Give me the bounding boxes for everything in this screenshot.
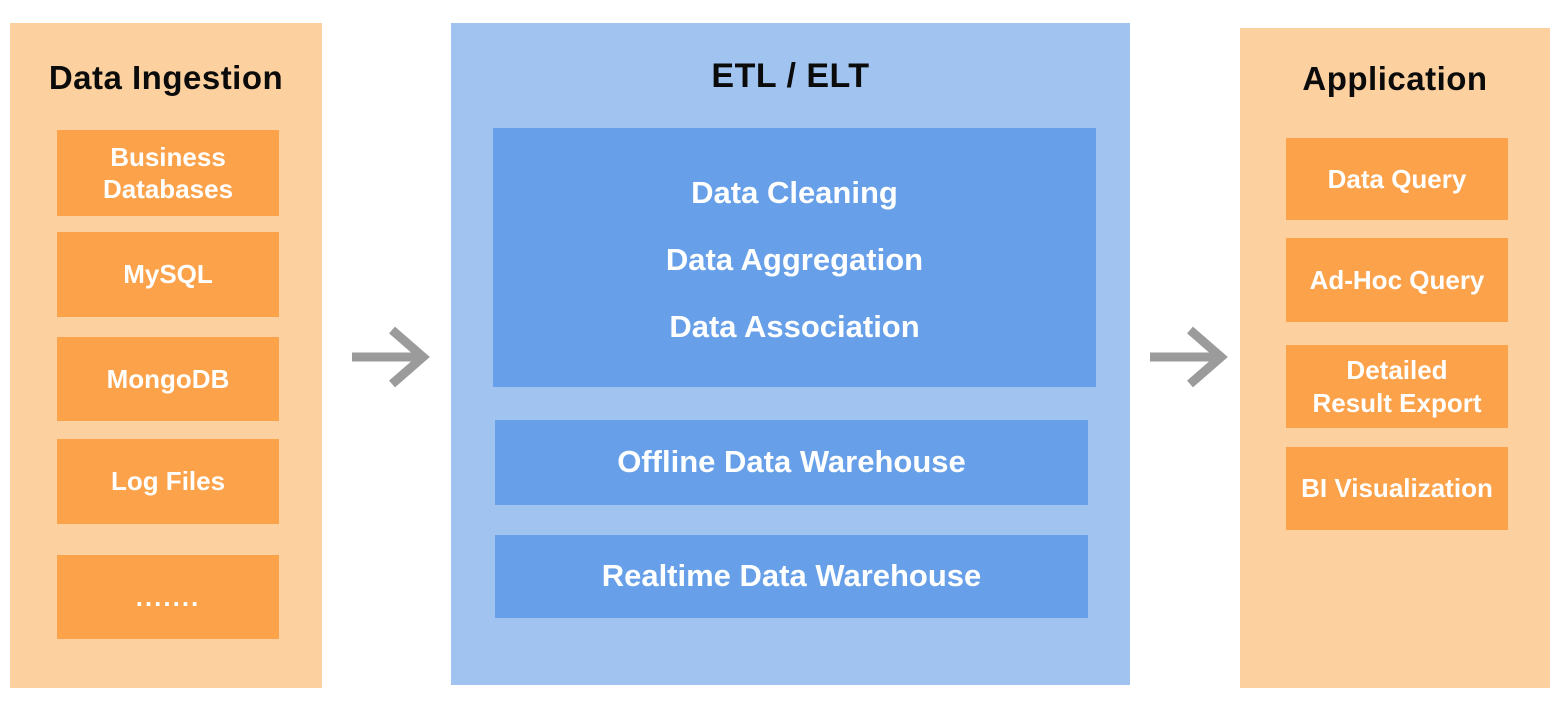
node-mongodb: MongoDB (57, 337, 279, 421)
node-data-aggregation-label: Data Aggregation (665, 242, 924, 277)
node-detailed-result-export: Detailed Result Export (1286, 345, 1508, 428)
etl-elt-title: ETL / ELT (711, 57, 870, 95)
data-ingestion-title: Data Ingestion (48, 59, 284, 96)
node-ad-hoc-query: Ad-Hoc Query (1286, 238, 1508, 322)
node-data-query: Data Query (1286, 138, 1508, 220)
application-panel: Application Data Query Ad-Hoc Query Deta… (1240, 28, 1550, 688)
node-offline-data-warehouse: Offline Data Warehouse (495, 420, 1088, 505)
node-data-cleaning-label: Data Cleaning (691, 175, 898, 210)
node-realtime-data-warehouse: Realtime Data Warehouse (495, 535, 1088, 618)
right-arrow-icon (348, 319, 434, 395)
node-business-databases: Business Databases (57, 130, 279, 216)
node-bi-visualization: BI Visualization (1286, 447, 1508, 530)
node-more-sources-ellipsis: ....... (57, 555, 279, 639)
node-mysql: MySQL (57, 232, 279, 317)
node-data-association-label: Data Association (669, 309, 920, 344)
data-ingestion-panel: Data Ingestion Business Databases MySQL … (10, 23, 322, 688)
node-data-processing: Data Cleaning Data Aggregation Data Asso… (493, 128, 1096, 387)
right-arrow-icon (1146, 319, 1232, 395)
etl-elt-panel: ETL / ELT Data Cleaning Data Aggregation… (451, 23, 1130, 685)
application-title: Application (1302, 60, 1488, 97)
node-log-files: Log Files (57, 439, 279, 524)
